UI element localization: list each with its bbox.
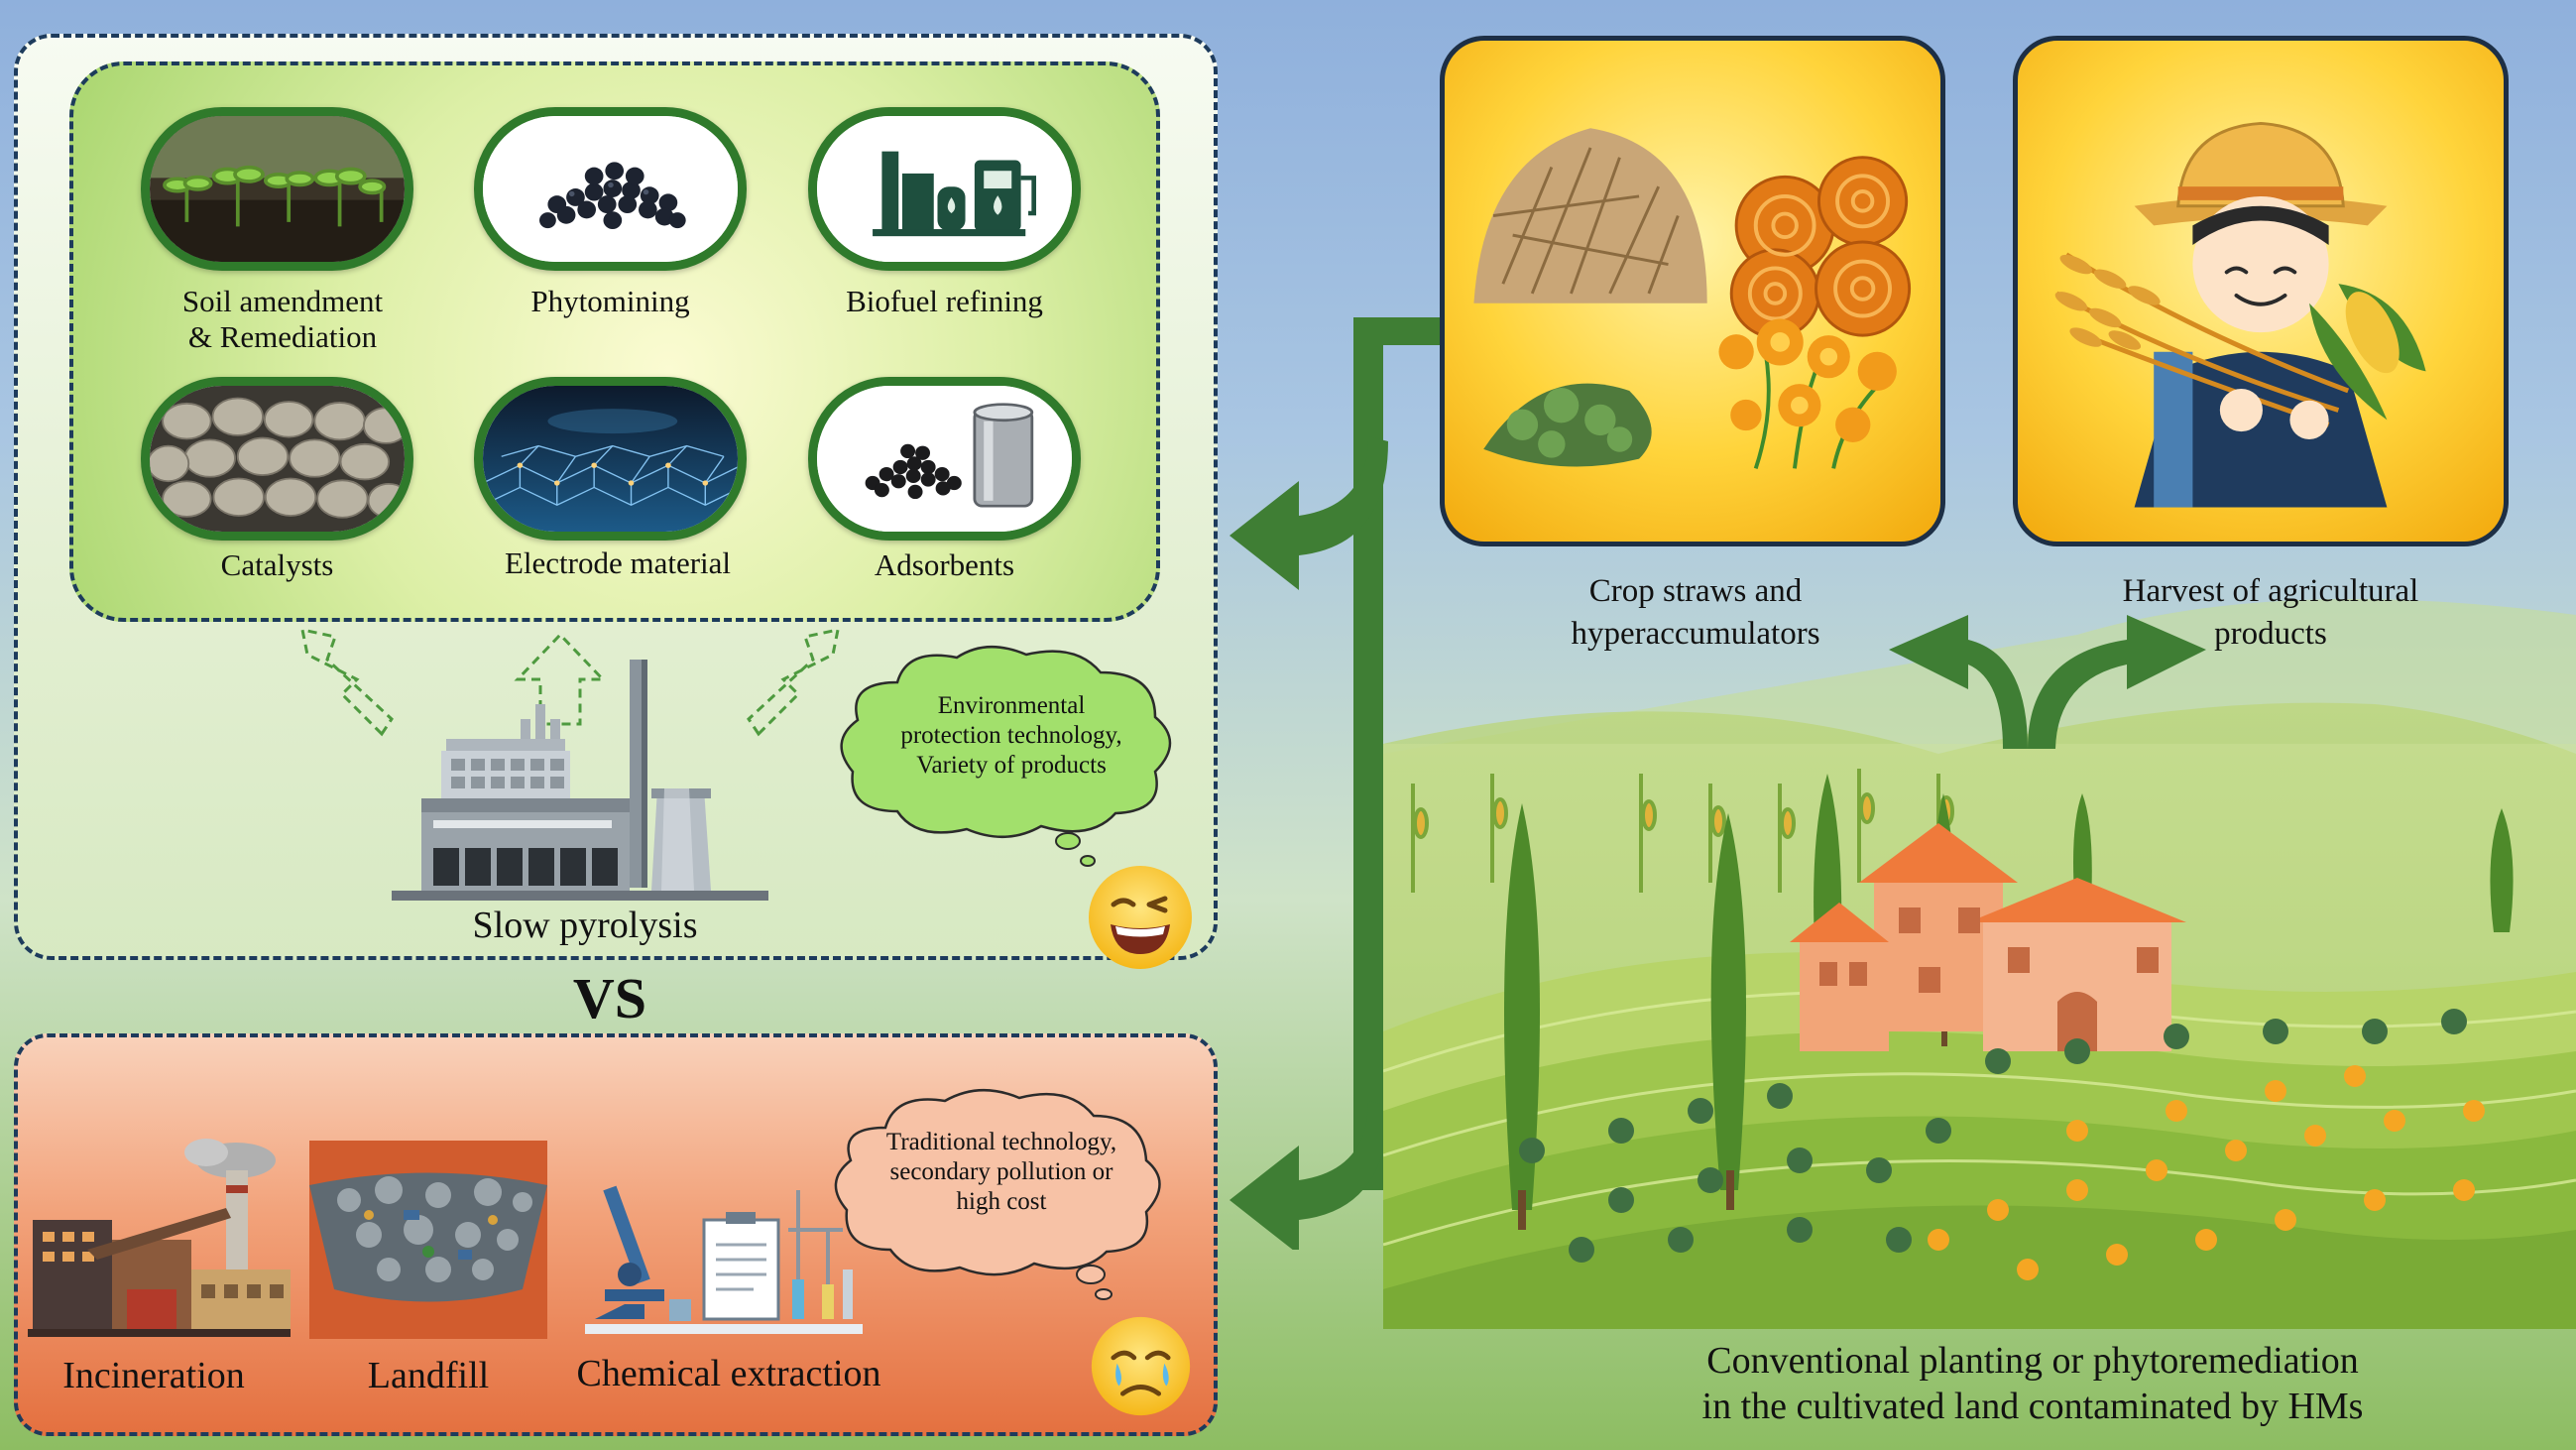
- chemical-extraction-icon: [585, 1185, 863, 1334]
- incineration-label: Incineration: [62, 1355, 245, 1396]
- output-arrow-right-icon: [747, 628, 840, 737]
- output-arrows: [300, 628, 840, 737]
- winking-emoji-icon: [1089, 866, 1192, 969]
- phytomining-label: Phytomining: [530, 284, 690, 318]
- harvest-label: Harvest of agricultural products: [2122, 573, 2419, 652]
- adsorbents-image: [808, 377, 1081, 541]
- field-caption: Conventional planting or phytoremediatio…: [1701, 1340, 2364, 1427]
- field-landscape: [1383, 599, 2576, 1329]
- crop-straws-label: Crop straws and hyperaccumulators: [1571, 573, 1820, 652]
- harvest-card: [2013, 36, 2509, 546]
- positive-thought-cloud: [840, 645, 1172, 867]
- adsorbents-label: Adsorbents: [874, 547, 1015, 582]
- positive-thought-text: Environmental protection technology, Var…: [900, 692, 1122, 779]
- products-panel-border: [69, 61, 1160, 622]
- electrode-material-image: [474, 377, 747, 541]
- crop-straws-card: [1440, 36, 1945, 546]
- arrow-to-traditional-icon: [1229, 1101, 1388, 1250]
- biofuel-refining-label: Biofuel refining: [846, 284, 1043, 318]
- negative-thought-text: Traditional technology, secondary pollut…: [885, 1129, 1117, 1215]
- biofuel-refining-image: [808, 107, 1081, 271]
- traditional-panel-border: [14, 1033, 1218, 1436]
- landfill-image: [309, 1141, 547, 1339]
- chemical-extraction-label: Chemical extraction: [576, 1353, 881, 1394]
- sad-emoji-icon: [1091, 1316, 1191, 1416]
- slow-pyrolysis-label: Slow pyrolysis: [472, 905, 698, 946]
- pyrolysis-factory-icon: [392, 660, 768, 901]
- flow-arrows: [1229, 317, 1452, 1250]
- incineration-icon: [28, 1139, 291, 1337]
- phytomining-image: [474, 107, 747, 271]
- output-arrow-up-icon: [514, 632, 607, 726]
- split-arrow-icon: [1889, 615, 2206, 749]
- arrow-to-pyrolysis-icon: [1229, 436, 1388, 590]
- soil-amendment-label: Soil amendment & Remediation: [181, 284, 384, 354]
- output-arrow-left-icon: [300, 628, 394, 737]
- landfill-label: Landfill: [367, 1355, 490, 1396]
- versus-label: VS: [572, 966, 647, 1030]
- catalysts-image: [141, 377, 413, 541]
- soil-amendment-image: [141, 107, 413, 271]
- negative-thought-cloud: [834, 1088, 1161, 1300]
- catalysts-label: Catalysts: [220, 547, 334, 582]
- electrode-material-label: Electrode material: [504, 545, 732, 580]
- sustainable-panel-border: [14, 34, 1218, 960]
